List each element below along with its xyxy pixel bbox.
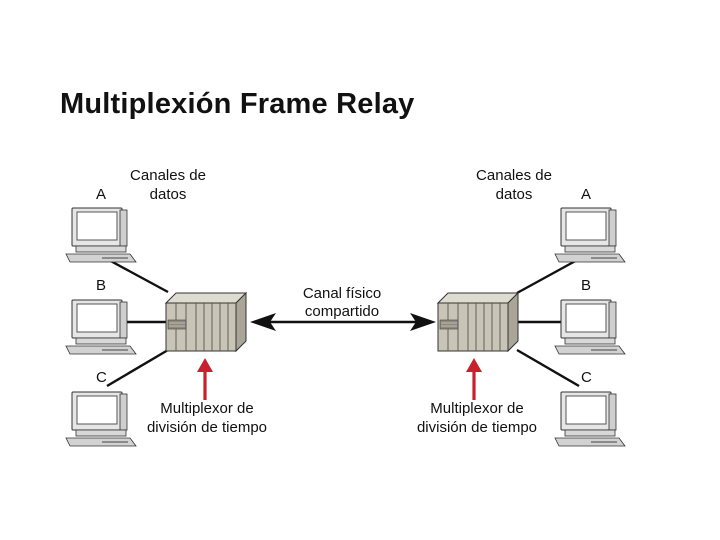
shared-channel-arrow [250,313,436,331]
slide-title: Multiplexión Frame Relay [60,88,415,120]
computer-right-c-icon [554,391,626,447]
right-mux-label-line2: división de tiempo [417,419,537,436]
computer-left-c-icon [65,391,137,447]
computer-right-b-icon [554,299,626,355]
left-channels-label-line1: Canales de [130,167,206,184]
left-terminal-c-label: C [96,369,107,386]
left-terminal-a-label: A [96,186,106,203]
computer-left-a-icon [65,207,137,263]
shared-channel-label-line2: compartido [305,303,379,320]
computer-right-a-icon [554,207,626,263]
left-mux-label-line1: Multiplexor de [160,400,253,417]
multiplexer-right-icon [437,292,519,352]
left-terminal-b-label: B [96,277,106,294]
right-terminal-a-label: A [581,186,591,203]
multiplexer-left-icon [165,292,247,352]
left-channels-label-line2: datos [150,186,187,203]
right-terminal-c-label: C [581,369,592,386]
right-channels-label-line1: Canales de [476,167,552,184]
left-links [106,257,169,388]
mux-pointer-right [466,358,482,400]
right-channels-label-line2: datos [496,186,533,203]
left-mux-label-line2: división de tiempo [147,419,267,436]
computer-left-b-icon [65,299,137,355]
shared-channel-label-line1: Canal físico [303,285,381,302]
right-links [516,257,580,388]
right-terminal-b-label: B [581,277,591,294]
mux-pointer-left [197,358,213,400]
right-mux-label-line1: Multiplexor de [430,400,523,417]
